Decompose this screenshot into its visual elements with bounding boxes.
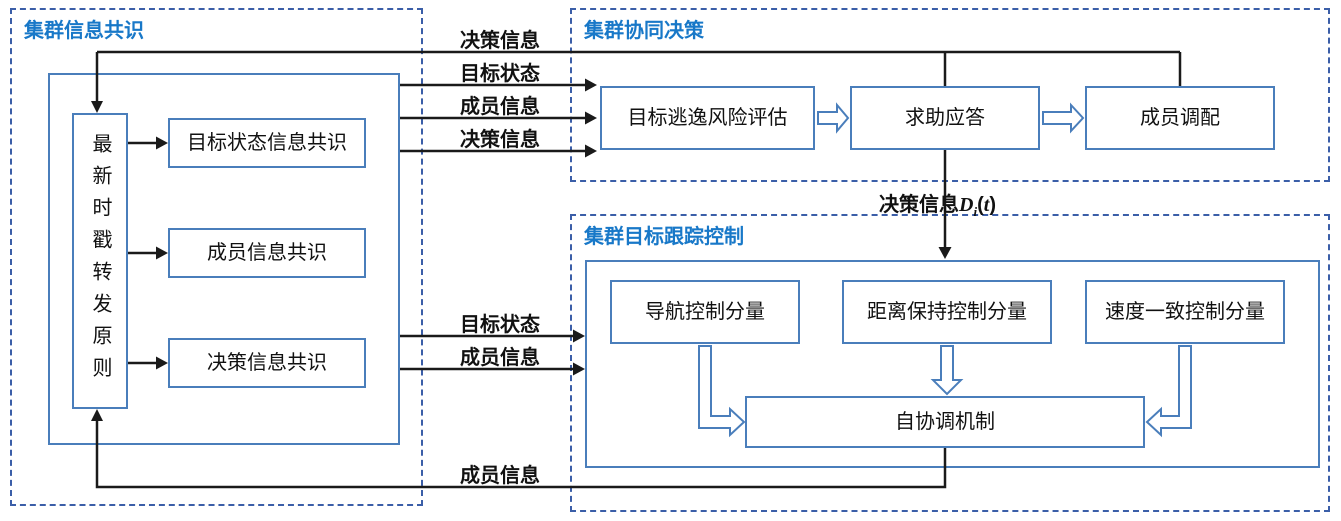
arrowhead-principle-to-target-state <box>156 136 168 150</box>
block-arrow-navigation-to-coordination <box>698 345 746 438</box>
box-self-coordination-mechanism: 自协调机制 <box>745 396 1145 448</box>
connector-target-state-to-decision <box>400 78 597 92</box>
connector-principle-to-decision-info <box>128 356 168 370</box>
tracking-inner-container <box>585 260 1320 468</box>
math-var-t: t <box>983 194 990 216</box>
box-latest-timestamp-principle: 最新时戳转发原则 <box>72 113 128 409</box>
connector-decision-dt <box>938 150 952 259</box>
arrowhead-principle-to-decision-info <box>156 356 168 370</box>
edge-label-target-state-to-tracking: 目标状态 <box>460 314 540 336</box>
connector-principle-to-member-info <box>128 246 168 260</box>
block-arrow-help-to-allocation <box>1042 102 1085 134</box>
edge-label-decision-dt: 决策信息Di(t) <box>845 188 1030 220</box>
arrowhead-member-info-to-tracking <box>573 362 585 376</box>
consensus-inner-container <box>48 73 400 445</box>
box-help-response: 求助应答 <box>850 86 1040 150</box>
box-decision-info-consensus: 决策信息共识 <box>168 338 366 388</box>
arrowhead-member-info-to-decision <box>585 111 597 125</box>
connector-member-feedback <box>91 409 947 489</box>
edge-label-member-feedback: 成员信息 <box>460 465 540 487</box>
edge-label-decision-dt-text: 决策信息 <box>879 194 959 216</box>
block-arrow-risk-to-help <box>817 102 850 134</box>
module-cooperative-decision-frame <box>570 8 1330 182</box>
arrowhead-decision-feedback <box>91 101 103 113</box>
box-navigation-control-component: 导航控制分量 <box>610 280 800 344</box>
edge-label-member-info-to-decision: 成员信息 <box>460 96 540 118</box>
box-escape-risk-assessment: 目标逃逸风险评估 <box>600 86 815 150</box>
connector-target-state-to-tracking <box>400 329 585 343</box>
arrowhead-principle-to-member-info <box>156 246 168 260</box>
box-member-info-consensus: 成员信息共识 <box>168 228 366 278</box>
module-title-cooperative-decision: 集群协同决策 <box>584 20 704 42</box>
edge-label-target-state-to-decision: 目标状态 <box>460 63 540 85</box>
arrowhead-target-state-to-tracking <box>573 329 585 343</box>
math-paren-close: ) <box>989 194 996 216</box>
edge-label-decision-feedback: 决策信息 <box>460 30 540 52</box>
math-paren-open: ( <box>977 194 984 216</box>
arrowhead-decision-dt <box>938 247 952 259</box>
module-tracking-control-frame <box>570 214 1330 512</box>
box-velocity-consistency-control-component: 速度一致控制分量 <box>1085 280 1285 344</box>
arrowhead-decision-info-to-decision <box>585 144 597 158</box>
block-arrow-velocity-to-coordination <box>1145 345 1192 438</box>
box-target-state-info-consensus: 目标状态信息共识 <box>168 118 366 168</box>
connector-decision-info-to-decision <box>400 144 597 158</box>
arrowhead-target-state-to-decision <box>585 78 597 92</box>
module-title-info-consensus: 集群信息共识 <box>24 20 144 42</box>
connector-principle-to-target-state <box>128 136 168 150</box>
module-title-tracking-control: 集群目标跟踪控制 <box>584 226 744 248</box>
connector-member-info-to-tracking <box>400 362 585 376</box>
box-member-allocation: 成员调配 <box>1085 86 1275 150</box>
module-info-consensus-frame <box>10 8 423 506</box>
block-arrow-distance-to-coordination <box>930 345 964 396</box>
connector-member-info-to-decision <box>400 111 597 125</box>
connector-decision-feedback <box>91 50 1182 113</box>
box-distance-keeping-control-component: 距离保持控制分量 <box>842 280 1052 344</box>
edge-label-decision-info-to-decision: 决策信息 <box>460 129 540 151</box>
arrowhead-member-feedback <box>91 409 103 421</box>
edge-label-member-info-to-tracking: 成员信息 <box>460 347 540 369</box>
math-var-d: Di <box>959 194 978 219</box>
